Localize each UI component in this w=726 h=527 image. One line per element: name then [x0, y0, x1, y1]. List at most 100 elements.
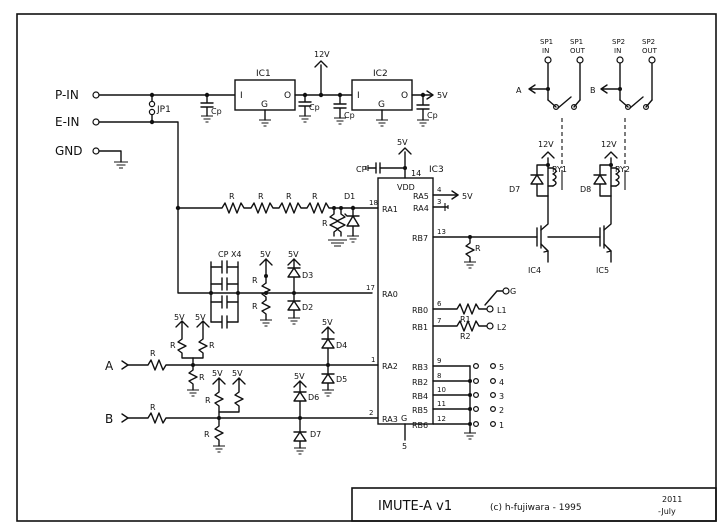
- pin-10: 10: [437, 386, 446, 394]
- d4-label: D4: [336, 341, 347, 350]
- sp2-out-label: OUT: [642, 47, 658, 55]
- relay-driver: [432, 118, 626, 269]
- b-5v-a: 5V: [212, 369, 223, 378]
- ra0-5v-a: 5V: [260, 250, 271, 259]
- pin-12: 12: [437, 415, 446, 423]
- port-rb4: RB4: [412, 392, 428, 401]
- b-pulldown-r: R: [204, 430, 210, 439]
- ic2-pin-o: O: [401, 91, 408, 101]
- ra5-5v-label: 5V: [462, 192, 473, 201]
- port-rb0: RB0: [412, 306, 428, 315]
- sp1-out-top: SP1: [570, 38, 583, 46]
- jp1-pin-bottom: [148, 108, 156, 116]
- relay1-12v: 12V: [538, 140, 554, 149]
- title-block: [351, 487, 717, 522]
- ra0-network: [209, 258, 301, 329]
- sel-1: 1: [499, 421, 504, 430]
- a-input-label: A: [105, 359, 114, 373]
- r-chain-4-label: R: [312, 192, 318, 201]
- b-input-label: B: [105, 412, 113, 426]
- b-series-r-label: R: [150, 403, 156, 412]
- pin-5: 5: [402, 442, 407, 451]
- a-pulldown-r: R: [199, 373, 205, 382]
- b-pullup-r1: R: [205, 396, 211, 405]
- sp1-in-terminal: [544, 56, 552, 64]
- port-rb5: RB5: [412, 406, 428, 415]
- sp1-in-top: SP1: [540, 38, 553, 46]
- ic3-g-label: G: [401, 414, 407, 423]
- gnd-label: GND: [55, 144, 83, 158]
- d3-label: D3: [302, 271, 313, 280]
- ic1-pin-g: G: [261, 100, 268, 110]
- ic2-pin-g: G: [378, 100, 385, 110]
- ic1-regulator: [234, 79, 296, 111]
- sp2-b-label: B: [590, 86, 596, 95]
- ic2-label: IC2: [373, 69, 388, 79]
- pin-11: 11: [437, 400, 446, 408]
- speaker-switches: [528, 56, 656, 110]
- r-shunt-label: R: [322, 219, 328, 228]
- title-author: (c) h-fujiwara - 1995: [490, 503, 582, 513]
- v12-label: 12V: [314, 50, 330, 59]
- cp-x4-label: CP X4: [218, 250, 242, 259]
- b-5v-b: 5V: [232, 369, 243, 378]
- v5-reg-label: 5V: [437, 91, 448, 100]
- r1-label: R1: [460, 315, 471, 324]
- pin-17: 17: [366, 284, 375, 292]
- ground-symbol: [114, 161, 128, 169]
- d8-label: D8: [580, 185, 591, 194]
- pin-13: 13: [437, 228, 446, 236]
- l1-label: L1: [497, 306, 507, 315]
- p-in-label: P-IN: [55, 88, 79, 102]
- selector-jumpers: [432, 363, 497, 440]
- led-outputs: [432, 287, 510, 332]
- e-in-label: E-IN: [55, 115, 79, 129]
- ic3-cp-label: CP: [356, 165, 367, 174]
- ic3-body: [377, 177, 434, 425]
- port-rb6: RB6: [412, 421, 428, 430]
- g-label: G: [510, 287, 516, 296]
- ic1-pin-o: O: [284, 91, 291, 101]
- ra1-chain: [175, 202, 379, 247]
- ic3-label: IC3: [429, 165, 444, 175]
- cp4-label: Cp: [427, 111, 438, 120]
- r-chain-1-label: R: [229, 192, 235, 201]
- a-series-r-label: R: [150, 349, 156, 358]
- gnd-terminal: [92, 147, 100, 155]
- power-section: [92, 60, 434, 294]
- cp1-label: Cp: [211, 107, 222, 116]
- pin-3: 3: [437, 198, 441, 206]
- sp1-out-label: OUT: [570, 47, 586, 55]
- d5-label: D5: [336, 375, 347, 384]
- port-ra4: RA4: [413, 204, 429, 213]
- port-rb2: RB2: [412, 378, 428, 387]
- ra0-r-top: R: [252, 276, 258, 285]
- ry1-label: RY1: [552, 165, 567, 174]
- jp1-label: JP1: [156, 105, 171, 115]
- ic1-pin-i: I: [240, 91, 243, 101]
- port-ra3: RA3: [382, 415, 398, 424]
- r-chain-3-label: R: [286, 192, 292, 201]
- d6-label: D6: [308, 393, 319, 402]
- ic1-label: IC1: [256, 69, 271, 79]
- sel-5: 5: [499, 363, 504, 372]
- port-rb7: RB7: [412, 234, 428, 243]
- pin-1: 1: [371, 356, 375, 364]
- a-pullup-r1: R: [170, 341, 176, 350]
- p-in-terminal: [92, 91, 100, 99]
- jp1-pin-top: [148, 100, 156, 108]
- l2-label: L2: [497, 323, 507, 332]
- port-rb3: RB3: [412, 363, 428, 372]
- g-terminal: [502, 287, 510, 295]
- l1-terminal: [486, 305, 494, 313]
- sp2-in-terminal: [616, 56, 624, 64]
- sp2-in-top: SP2: [612, 38, 625, 46]
- ra0-5v-b: 5V: [288, 250, 299, 259]
- sp2-out-top: SP2: [642, 38, 655, 46]
- d1-label: D1: [344, 192, 355, 201]
- ic4-label: IC4: [528, 266, 541, 275]
- r2-label: R2: [460, 332, 471, 341]
- title-name: IMUTE-A v1: [378, 499, 452, 514]
- l2-terminal: [486, 322, 494, 330]
- sp2-out-terminal: [648, 56, 656, 64]
